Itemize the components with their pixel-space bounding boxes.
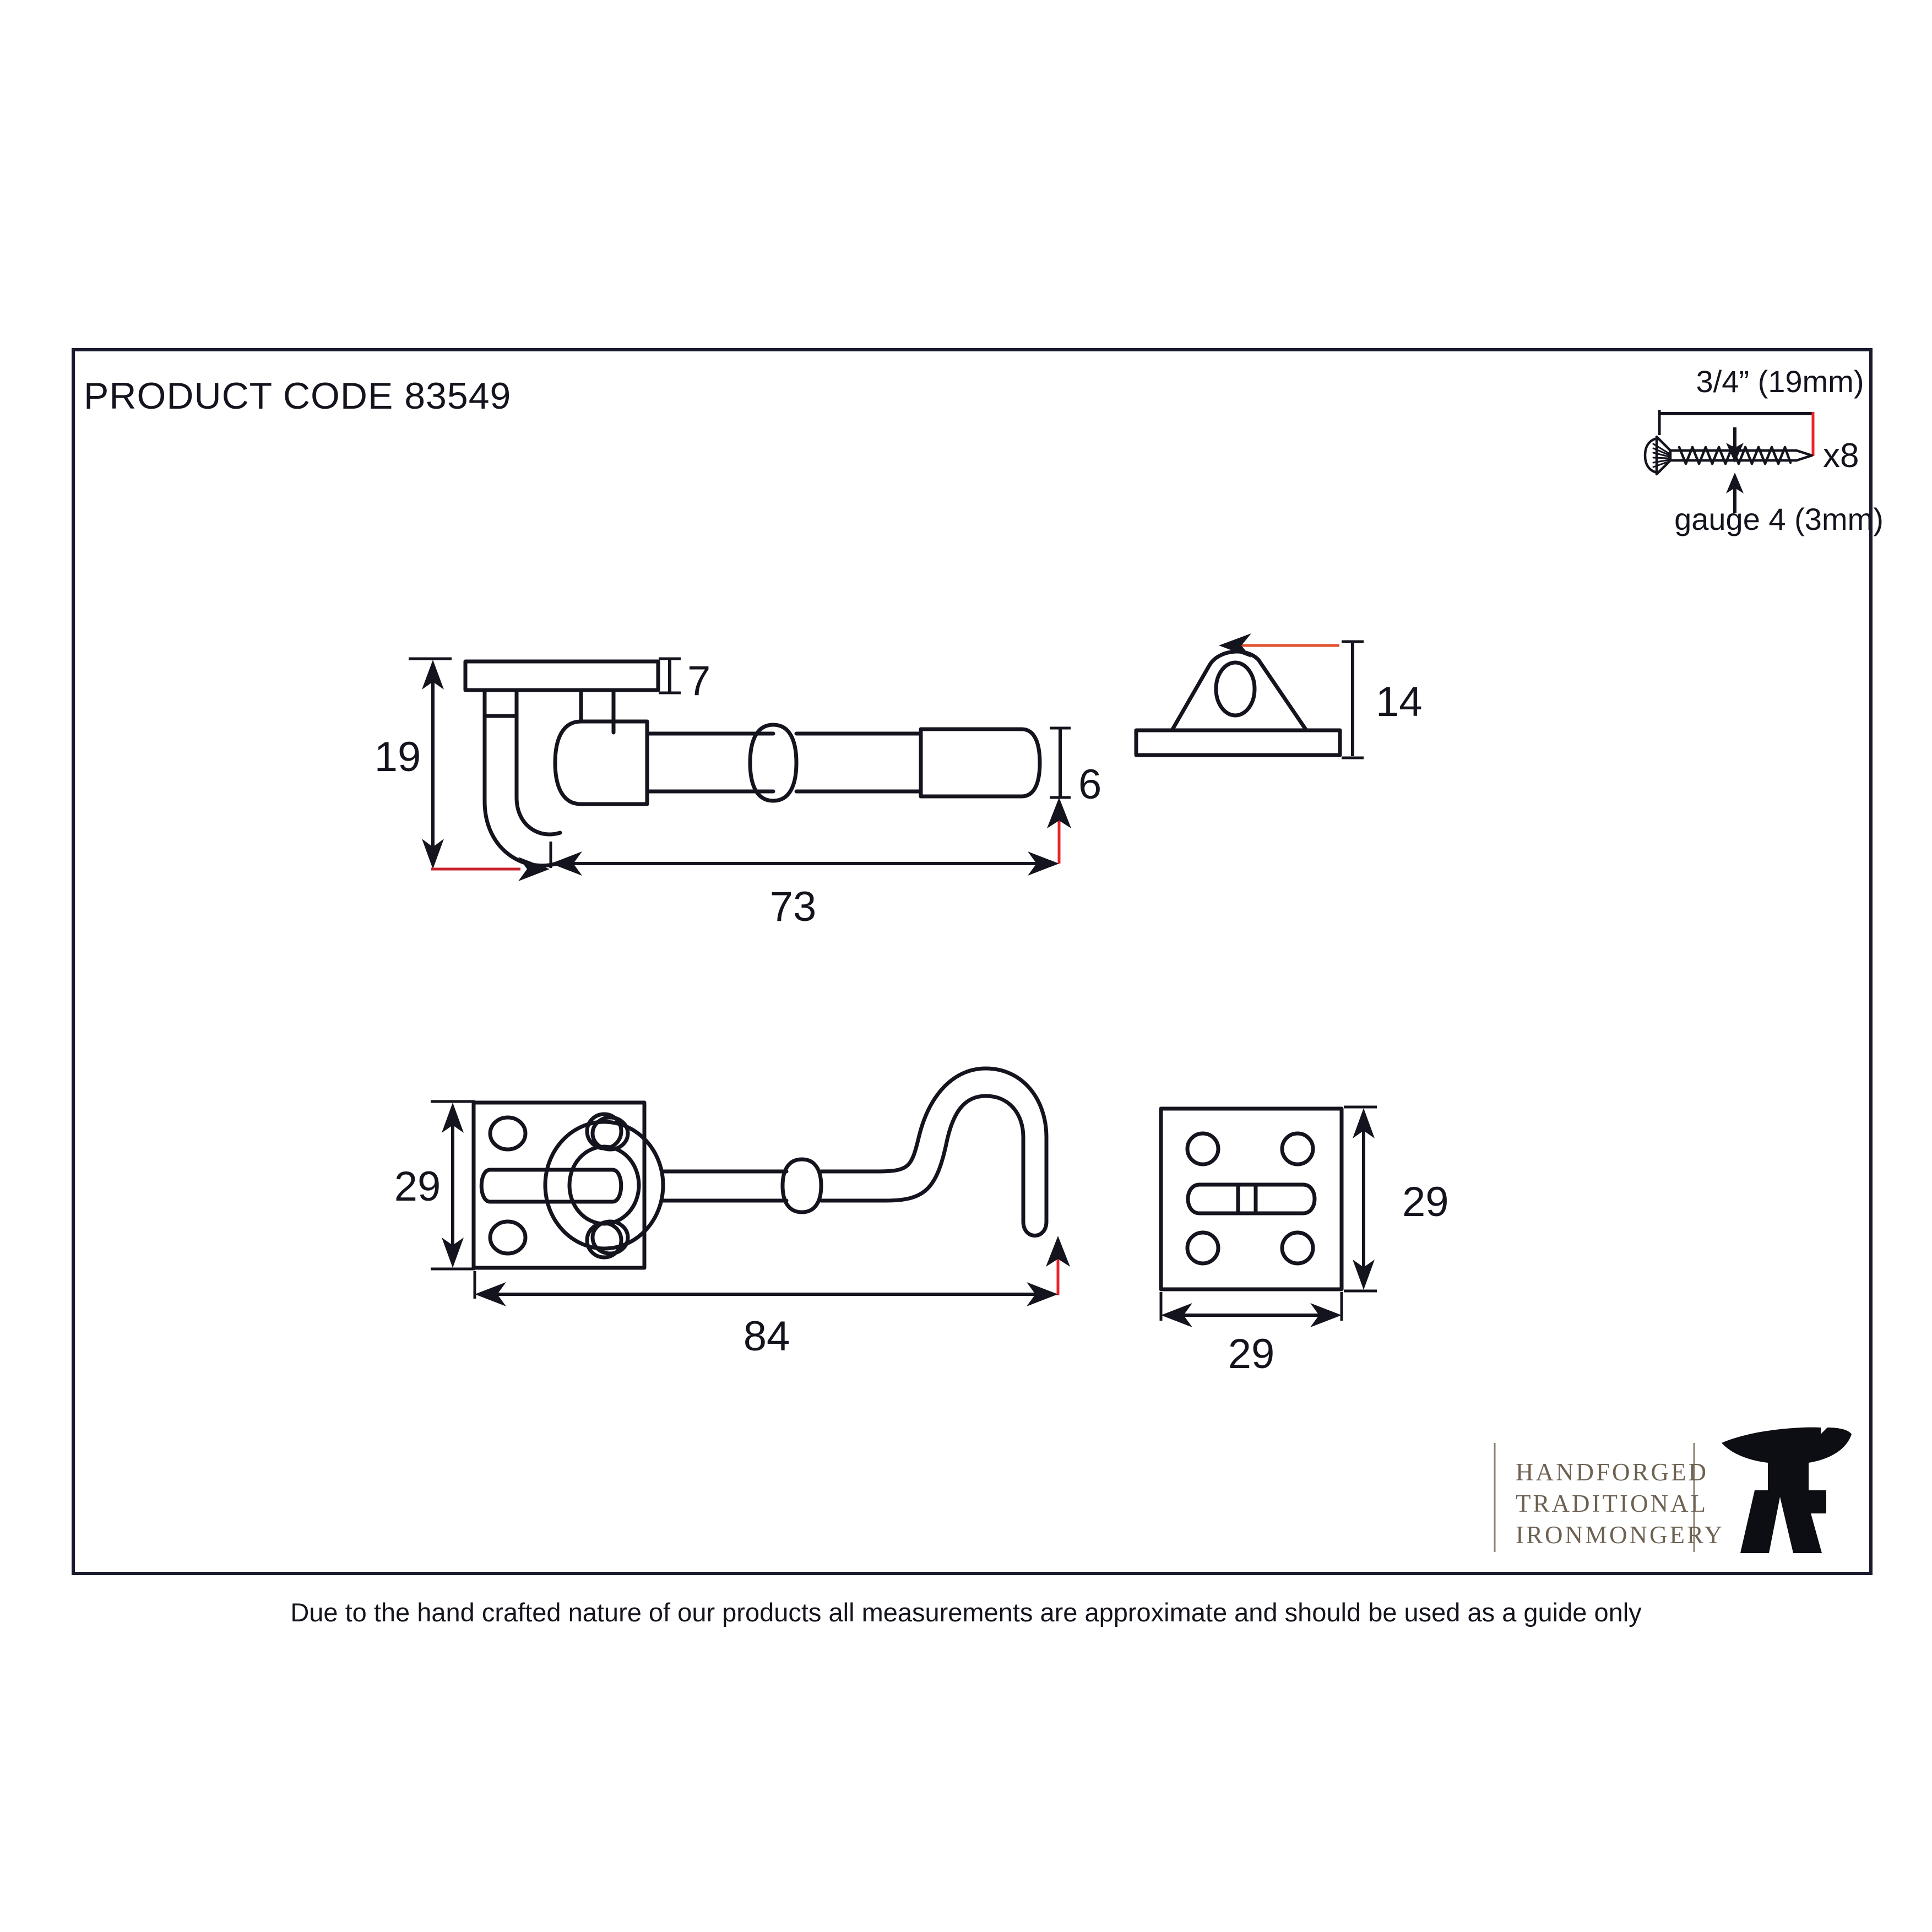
eyeplate-screw-hole-tr bbox=[1280, 1131, 1315, 1166]
dim-label-hookplate-height: 29 bbox=[394, 1163, 441, 1210]
dim73-arrow-right bbox=[1028, 851, 1059, 876]
dim29c-arrow-left bbox=[1161, 1303, 1192, 1327]
dim-label-hook-overall-length: 84 bbox=[744, 1313, 790, 1360]
dim84-arrow-left bbox=[475, 1282, 506, 1306]
dim29a-arrow-bottom bbox=[442, 1238, 464, 1268]
dim73-arrow-left bbox=[551, 851, 582, 876]
dim-label-hook-length: 73 bbox=[770, 883, 817, 930]
screw-gauge-arrow-bottom bbox=[1726, 473, 1744, 493]
hook-screw-hole-tr bbox=[590, 1115, 630, 1152]
eyeplate-screw-hole-tl bbox=[1185, 1131, 1220, 1166]
screw-length-label: 3/4” (19mm) bbox=[1696, 364, 1864, 399]
hook-u-outer bbox=[482, 714, 562, 868]
brand-logo: HANDFORGED TRADITIONAL IRONMONGERY bbox=[1494, 1427, 1852, 1553]
disclaimer-text: Due to the hand crafted nature of our pr… bbox=[290, 1598, 1642, 1627]
dim19-arrow-top bbox=[422, 660, 444, 690]
hook-rose-ear-bottom bbox=[585, 1221, 623, 1260]
drawing-frame bbox=[72, 348, 1873, 1575]
cabin-hook-side-view: 19 7 6 73 bbox=[375, 657, 1101, 930]
logo-line-handforged: HANDFORGED bbox=[1516, 1458, 1708, 1486]
logo-line-ironmongery: IRONMONGERY bbox=[1516, 1521, 1724, 1549]
dim-label-shaft-diameter: 6 bbox=[1078, 761, 1101, 808]
dim84-red-arrow bbox=[1046, 1236, 1070, 1267]
screw-quantity-label: x8 bbox=[1823, 437, 1859, 475]
dim29a-arrow-top bbox=[442, 1103, 464, 1133]
dim-label-eyeplate-width-front: 29 bbox=[1228, 1331, 1275, 1377]
hook-eye-barrel bbox=[553, 719, 649, 806]
eyeplate-eye-hole-side bbox=[1214, 660, 1257, 718]
dim29b-arrow-top bbox=[1353, 1108, 1375, 1138]
dim-label-eyeplate-height-front: 29 bbox=[1402, 1179, 1449, 1225]
dim29c-arrow-right bbox=[1310, 1303, 1342, 1327]
dim19-leader-arrow bbox=[518, 857, 550, 881]
hook-backplate-side bbox=[463, 659, 660, 692]
eyeplate-screw-hole-bl bbox=[1185, 1230, 1220, 1266]
dim73-red-arrow bbox=[1047, 797, 1071, 828]
hook-screw-hole-bl bbox=[488, 1219, 528, 1256]
hook-backplate-plan bbox=[471, 1100, 647, 1270]
hook-rose-outer bbox=[543, 1120, 665, 1251]
dim84-arrow-right bbox=[1027, 1282, 1058, 1306]
screw-callout-group: 3/4” (19mm) bbox=[1643, 364, 1884, 536]
dim19-arrow-bottom bbox=[422, 839, 444, 869]
dim29b-arrow-bottom bbox=[1353, 1260, 1375, 1290]
hook-curl-profile bbox=[875, 1066, 1049, 1238]
dim-label-eyeplate-height: 14 bbox=[1376, 679, 1423, 725]
screw-gauge-label: gauge 4 (3mm) bbox=[1674, 502, 1884, 536]
dim14-leader-arrow bbox=[1219, 633, 1251, 658]
hook-end-cap bbox=[919, 727, 1042, 799]
hook-eye-slot-plan bbox=[479, 1168, 623, 1204]
eyeplate-square-front bbox=[1159, 1106, 1344, 1291]
hook-rose-ear-top bbox=[585, 1112, 623, 1150]
eyeplate-screw-hole-br bbox=[1280, 1230, 1315, 1266]
dim-label-plate-thickness: 7 bbox=[687, 658, 710, 704]
logo-line-traditional: TRADITIONAL bbox=[1516, 1490, 1708, 1517]
hook-collar-bead-plan bbox=[780, 1157, 823, 1214]
anvil-icon bbox=[1722, 1427, 1852, 1553]
screw-icon bbox=[1643, 435, 1814, 476]
page-title: PRODUCT CODE 83549 bbox=[84, 375, 511, 417]
hook-u-inner bbox=[514, 714, 562, 837]
eye-plate-front-view: 29 29 bbox=[1159, 1105, 1449, 1377]
hook-screw-hole-tl bbox=[488, 1115, 528, 1152]
eyeplate-base-side bbox=[1134, 728, 1342, 757]
eye-plate-side-view: 14 bbox=[1134, 633, 1423, 759]
cabin-hook-plan-view: 29 84 bbox=[394, 1066, 1070, 1360]
dim-label-hook-height: 19 bbox=[375, 734, 421, 780]
eyeplate-dome-side bbox=[1170, 649, 1309, 732]
hook-collar-bead bbox=[748, 723, 799, 803]
eyeplate-slot-front bbox=[1186, 1182, 1317, 1215]
